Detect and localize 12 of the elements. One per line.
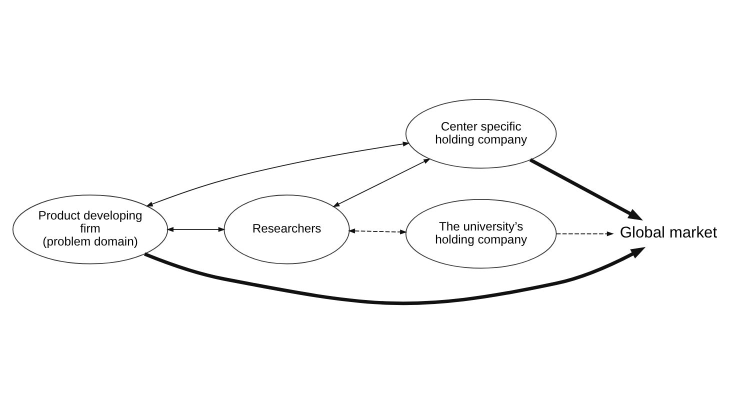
node-ellipse: Product developing firm (problem domain): [12, 194, 168, 264]
arrow: [332, 158, 431, 208]
node-ellipse: The university’s holding company: [405, 199, 557, 269]
node-text: Global market: [620, 224, 718, 242]
arrow: [556, 231, 614, 236]
arrow: [348, 228, 408, 234]
node-ellipse: Center specific holding company: [405, 99, 557, 169]
arrow: [144, 246, 646, 305]
arrow: [166, 227, 226, 232]
arrow: [146, 142, 410, 207]
arrow: [529, 158, 643, 221]
node-ellipse: Researchers: [224, 194, 350, 264]
